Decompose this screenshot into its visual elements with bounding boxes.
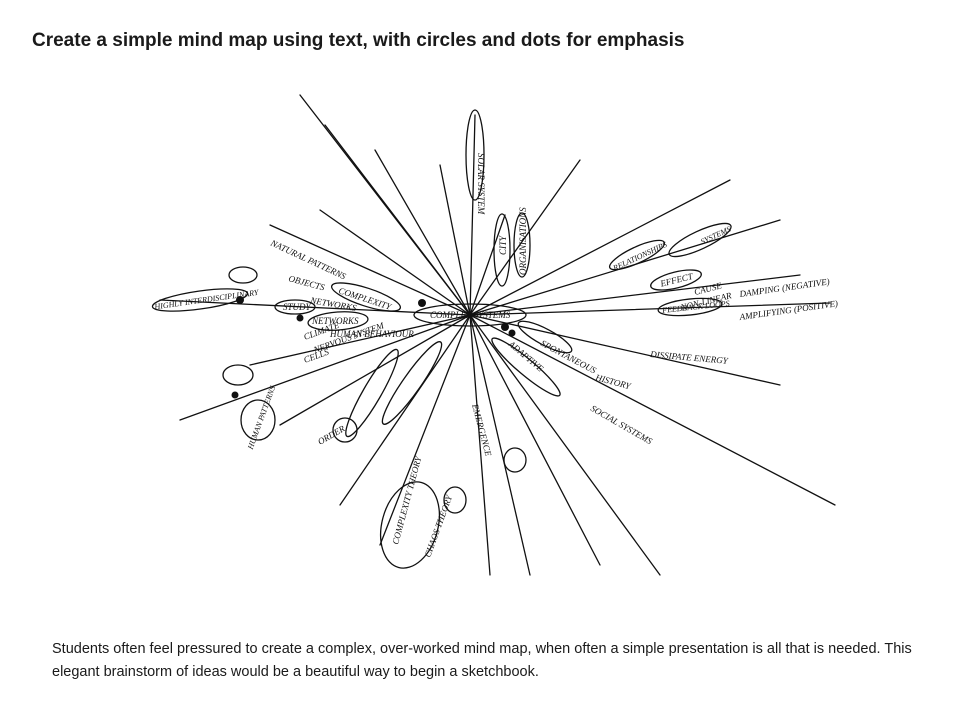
center-node: COMPLEX SYSTEMS (430, 310, 511, 320)
node-emergence: EMERGENCE (470, 402, 494, 458)
node-objects: OBJECTS (287, 273, 326, 292)
node-damping: DAMPING (NEGATIVE) (738, 276, 830, 299)
node-human-behaviour: HUMAN BEHAVIOUR (329, 329, 414, 339)
node-complexity-theory: COMPLEXITY THEORY (390, 454, 423, 545)
node-social-systems: SOCIAL SYSTEMS (589, 403, 654, 446)
node-organisations: ORGANISATIONS (518, 207, 528, 275)
node-order: ORDER (316, 423, 347, 447)
node-city: CITY (498, 235, 508, 255)
node-study: STUDY (283, 302, 312, 312)
node-effect: EFFECT (658, 271, 694, 289)
mind-map-sketch: COMPLEX SYSTEMS COMPLEXITY NETWORKS HUMA… (140, 75, 850, 615)
node-history: HISTORY (594, 372, 633, 391)
node-natural-patterns: NATURAL PATTERNS (268, 237, 348, 281)
node-solar-system: SOLAR SYSTEM (476, 153, 486, 215)
slide-caption: Students often feel pressured to create … (52, 641, 912, 680)
mind-map-drawing: COMPLEX SYSTEMS COMPLEXITY NETWORKS HUMA… (151, 94, 839, 576)
slide-title: Create a simple mind map using text, wit… (32, 30, 685, 51)
node-networks: NETWORKS (311, 316, 359, 326)
node-amplifying: AMPLIFYING (POSITIVE) (738, 298, 839, 322)
node-dissipate-energy: DISSIPATE ENERGY (649, 349, 729, 366)
